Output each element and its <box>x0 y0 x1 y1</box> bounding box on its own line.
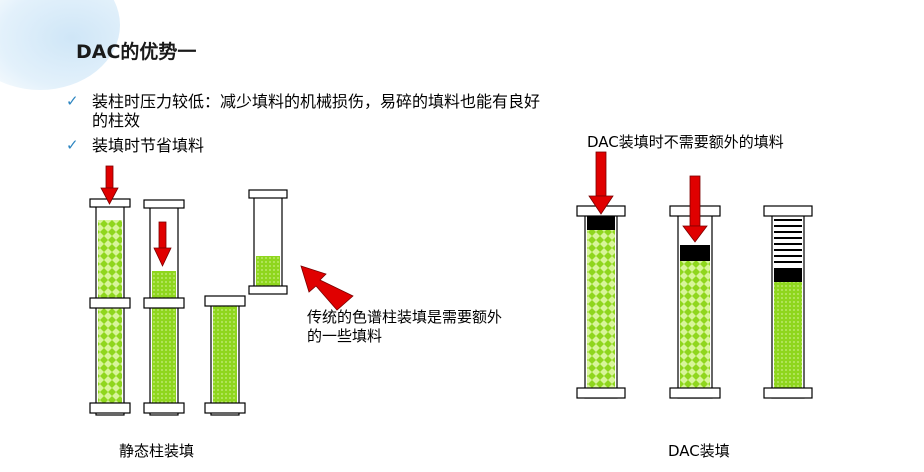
check-icon: ✓ <box>66 92 79 110</box>
piston <box>587 216 615 230</box>
middle-joint <box>143 297 185 309</box>
static-column-3 <box>204 295 246 416</box>
dac-arrow-2 <box>682 175 708 243</box>
diagonal-arrow <box>300 265 354 311</box>
top-cap <box>248 189 288 199</box>
traditional-packing-note: 传统的色谱柱装填是需要额外的一些填料 <box>307 308 503 345</box>
static-packing-caption: 静态柱装填 <box>119 442 195 460</box>
piston-rod <box>774 219 802 263</box>
bottom-cap <box>763 387 813 399</box>
slide-title: DAC的优势一 <box>76 41 197 63</box>
bottom-cap <box>576 387 626 399</box>
dac-column-3 <box>763 205 813 399</box>
bottom-cap <box>143 402 185 414</box>
down-arrow-1 <box>100 165 119 205</box>
piston <box>774 268 802 282</box>
down-arrow-2 <box>153 221 172 267</box>
dac-packing-caption: DAC装填 <box>668 442 730 460</box>
packing-bed <box>774 282 802 388</box>
top-joint <box>204 295 246 307</box>
static-column-4 <box>248 189 288 295</box>
bullet-item: ✓ 装柱时压力较低：减少填料的机械损伤，易碎的填料也能有良好的柱效 <box>66 92 546 130</box>
packing-bed <box>152 271 176 406</box>
dac-arrow-1 <box>588 151 614 215</box>
bottom-cap <box>204 402 246 414</box>
dac-column-2 <box>669 205 721 399</box>
bullet-text: 装填时节省填料 <box>92 136 205 155</box>
bullet-item: ✓ 装填时节省填料 <box>66 136 546 155</box>
bullet-text: 装柱时压力较低：减少填料的机械损伤，易碎的填料也能有良好的柱效 <box>92 92 541 130</box>
bottom-cap <box>89 402 131 414</box>
bullet-list: ✓ 装柱时压力较低：减少填料的机械损伤，易碎的填料也能有良好的柱效 ✓ 装填时节… <box>66 92 546 161</box>
bottom-cap <box>669 387 721 399</box>
packing-bed <box>98 220 122 406</box>
top-cap <box>143 199 185 209</box>
piston <box>680 245 710 261</box>
static-column-1 <box>89 198 131 416</box>
check-icon: ✓ <box>66 136 79 154</box>
top-cap <box>763 205 813 217</box>
packing-bed <box>680 261 710 388</box>
dac-no-extra-note: DAC装填时不需要额外的填料 <box>587 133 784 151</box>
dac-column-1 <box>576 205 626 399</box>
extra-packing <box>256 256 280 286</box>
packing-bed <box>213 305 237 406</box>
static-column-2 <box>143 199 185 416</box>
bottom-cap <box>248 285 288 295</box>
middle-joint <box>89 297 131 309</box>
packing-bed <box>587 230 615 388</box>
